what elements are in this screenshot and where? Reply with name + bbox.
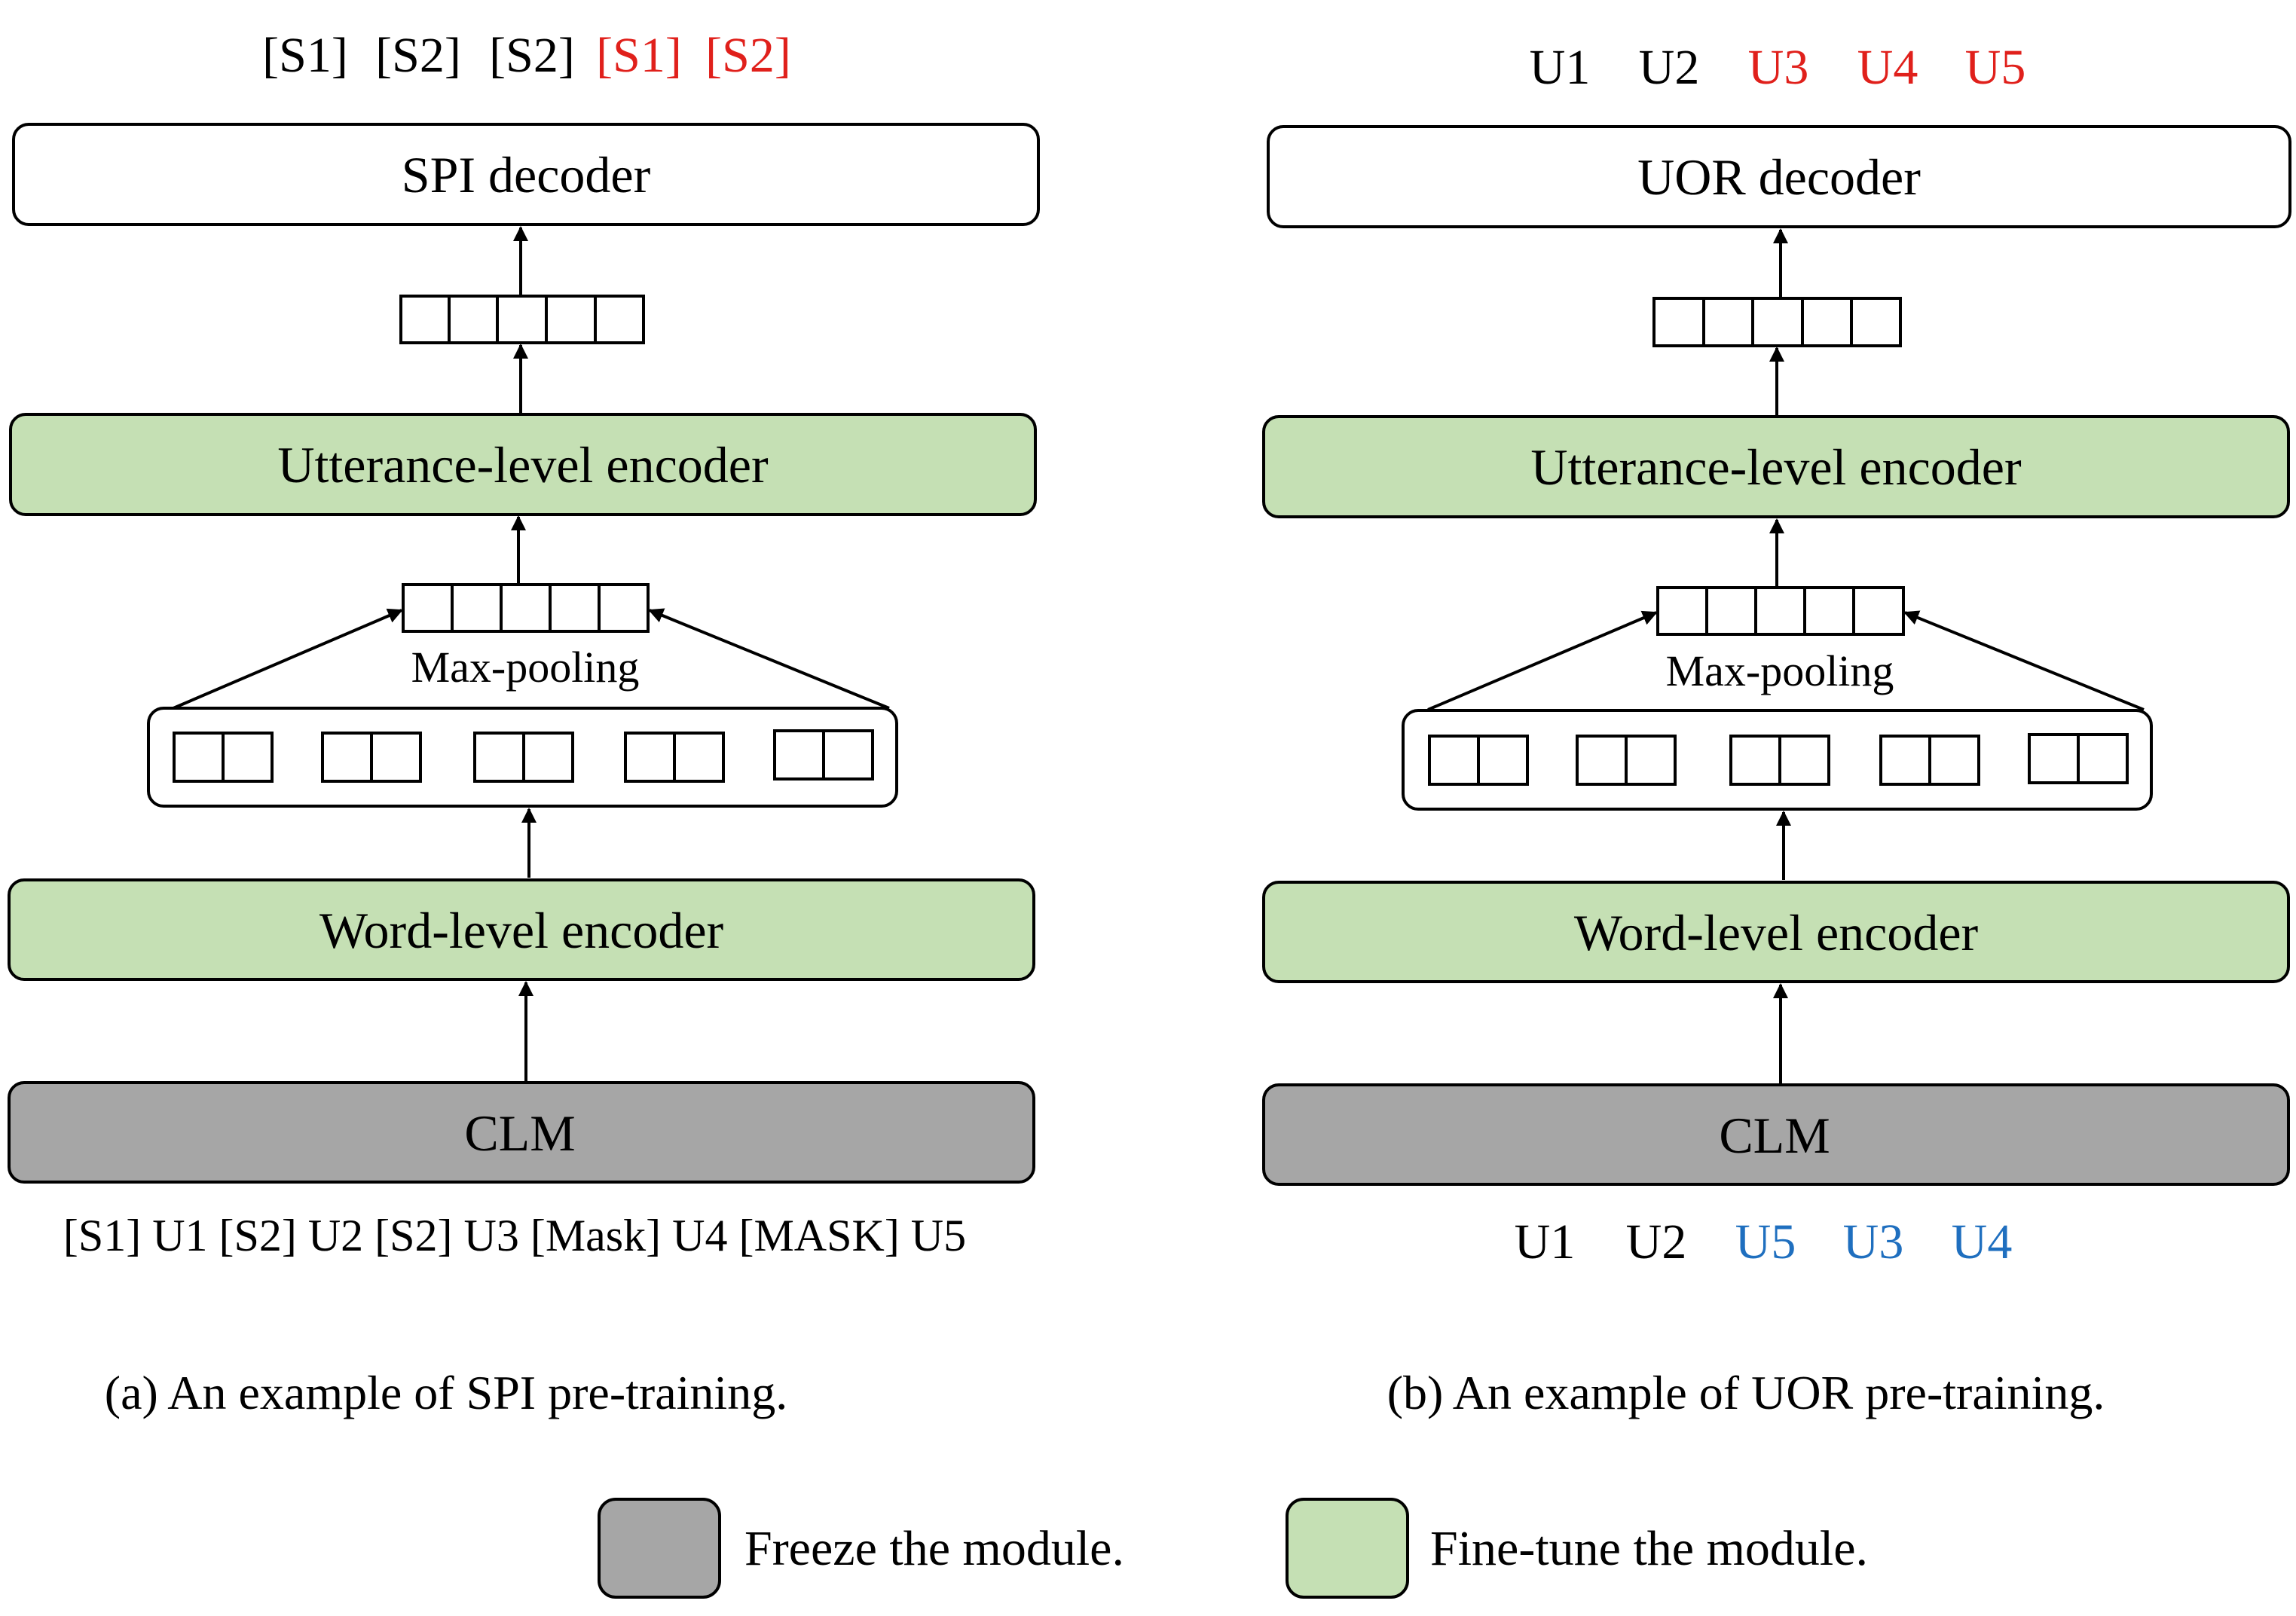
utterance-encoder-box-a bbox=[9, 413, 1037, 516]
uor-decoder-box bbox=[1267, 125, 2291, 228]
arrow-pool-left-a bbox=[173, 608, 403, 710]
panel-a-output-token-3: [S2] bbox=[489, 28, 575, 83]
legend: Freeze the module. Fine-tune the module. bbox=[598, 1498, 1868, 1599]
panel-a-output-token-2: [S2] bbox=[375, 28, 461, 83]
panel-b: U1 U2 U3 U4 U5 UOR decoder Utterance-lev… bbox=[1262, 40, 2291, 1419]
word-encoder-label-a: Word-level encoder bbox=[319, 902, 724, 959]
panel-b-output-token-3: U3 bbox=[1748, 40, 1809, 95]
panel-b-utterance-vector bbox=[1652, 297, 1902, 347]
arrow-pool-right-a bbox=[648, 608, 890, 710]
clm-label-b: CLM bbox=[1719, 1107, 1830, 1164]
utterance-encoder-label-b: Utterance-level encoder bbox=[1530, 438, 2022, 496]
panel-b-output-token-4: U4 bbox=[1857, 40, 1918, 95]
utterance-encoder-box-b bbox=[1262, 415, 2290, 518]
arrow-pool-left-b bbox=[1427, 610, 1658, 711]
panel-b-input-token-5: U4 bbox=[1952, 1214, 2013, 1269]
panel-b-input-token-2: U2 bbox=[1626, 1214, 1687, 1269]
uor-decoder-label: UOR decoder bbox=[1637, 148, 1921, 206]
word-vector-pairs-a bbox=[173, 729, 874, 783]
legend-finetune-swatch bbox=[1286, 1498, 1409, 1599]
panel-b-output-token-1: U1 bbox=[1530, 40, 1591, 95]
panel-a-utterance-vector bbox=[399, 295, 645, 344]
clm-label-a: CLM bbox=[464, 1104, 575, 1162]
panel-a: [S1] [S2] [S2] [S1] [S2] SPI decoder Utt… bbox=[8, 28, 1040, 1419]
panel-b-output-token-2: U2 bbox=[1639, 40, 1700, 95]
clm-box-b bbox=[1262, 1083, 2290, 1186]
panel-a-output-token-5: [S2] bbox=[705, 28, 791, 83]
panel-a-input-text: [S1] U1 [S2] U2 [S2] U3 [Mask] U4 [MASK]… bbox=[63, 1211, 966, 1260]
word-vector-pairs-b bbox=[1428, 733, 2129, 786]
spi-decoder-box bbox=[12, 123, 1040, 226]
panel-a-output-token-4: [S1] bbox=[596, 28, 682, 83]
word-encoder-box-a bbox=[8, 878, 1035, 981]
spi-decoder-label: SPI decoder bbox=[402, 146, 651, 203]
panel-b-pooled-vector bbox=[1656, 586, 1905, 636]
arrow-pool-right-b bbox=[1903, 610, 2145, 711]
panel-b-output-token-5: U5 bbox=[1965, 40, 2026, 95]
panel-b-input-token-3: U5 bbox=[1735, 1214, 1796, 1269]
panel-a-output-token-1: [S1] bbox=[262, 28, 348, 83]
panel-a-pooled-vector bbox=[402, 583, 650, 633]
word-encoder-label-b: Word-level encoder bbox=[1574, 904, 1979, 961]
panel-b-input-token-1: U1 bbox=[1515, 1214, 1576, 1269]
max-pooling-label-b: Max-pooling bbox=[1666, 646, 1894, 695]
panel-b-input-token-4: U3 bbox=[1843, 1214, 1904, 1269]
panel-a-caption: (a) An example of SPI pre-training. bbox=[105, 1366, 787, 1419]
legend-freeze-label: Freeze the module. bbox=[744, 1521, 1124, 1576]
clm-box-a bbox=[8, 1081, 1035, 1184]
utterance-encoder-label-a: Utterance-level encoder bbox=[277, 436, 769, 493]
word-encoder-box-b bbox=[1262, 881, 2290, 983]
panel-b-caption: (b) An example of UOR pre-training. bbox=[1387, 1366, 2105, 1419]
legend-freeze-swatch bbox=[598, 1498, 721, 1599]
max-pooling-label-a: Max-pooling bbox=[411, 643, 640, 692]
legend-finetune-label: Fine-tune the module. bbox=[1430, 1521, 1868, 1576]
